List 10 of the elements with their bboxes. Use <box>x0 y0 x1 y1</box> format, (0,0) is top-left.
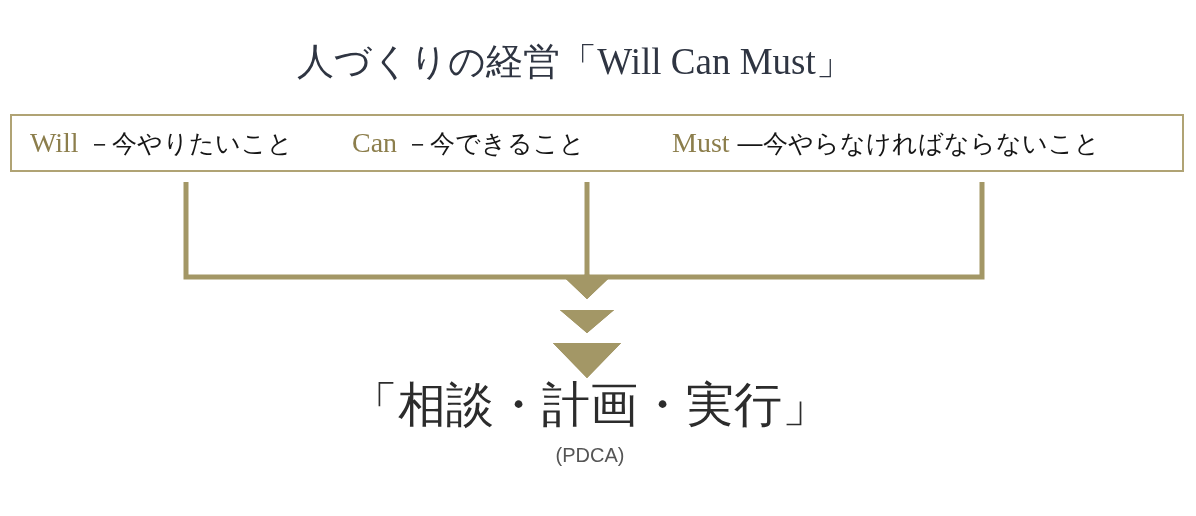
description-text: ―今やらなければならないこと <box>737 129 1100 159</box>
title: 人づくりの経営「Will Can Must」 <box>297 41 853 82</box>
heading-text: 「相談・計画・実行」 <box>350 378 830 432</box>
keyword-text: Will <box>30 126 79 160</box>
outlined-box <box>10 114 1184 172</box>
description-text: －今やりたいこと <box>86 129 293 159</box>
keyword-text: Must <box>672 126 730 160</box>
description-text: －今できること <box>405 129 586 159</box>
keyword-text: Can <box>352 126 398 160</box>
subtitle-text: (PDCA) <box>555 442 625 467</box>
